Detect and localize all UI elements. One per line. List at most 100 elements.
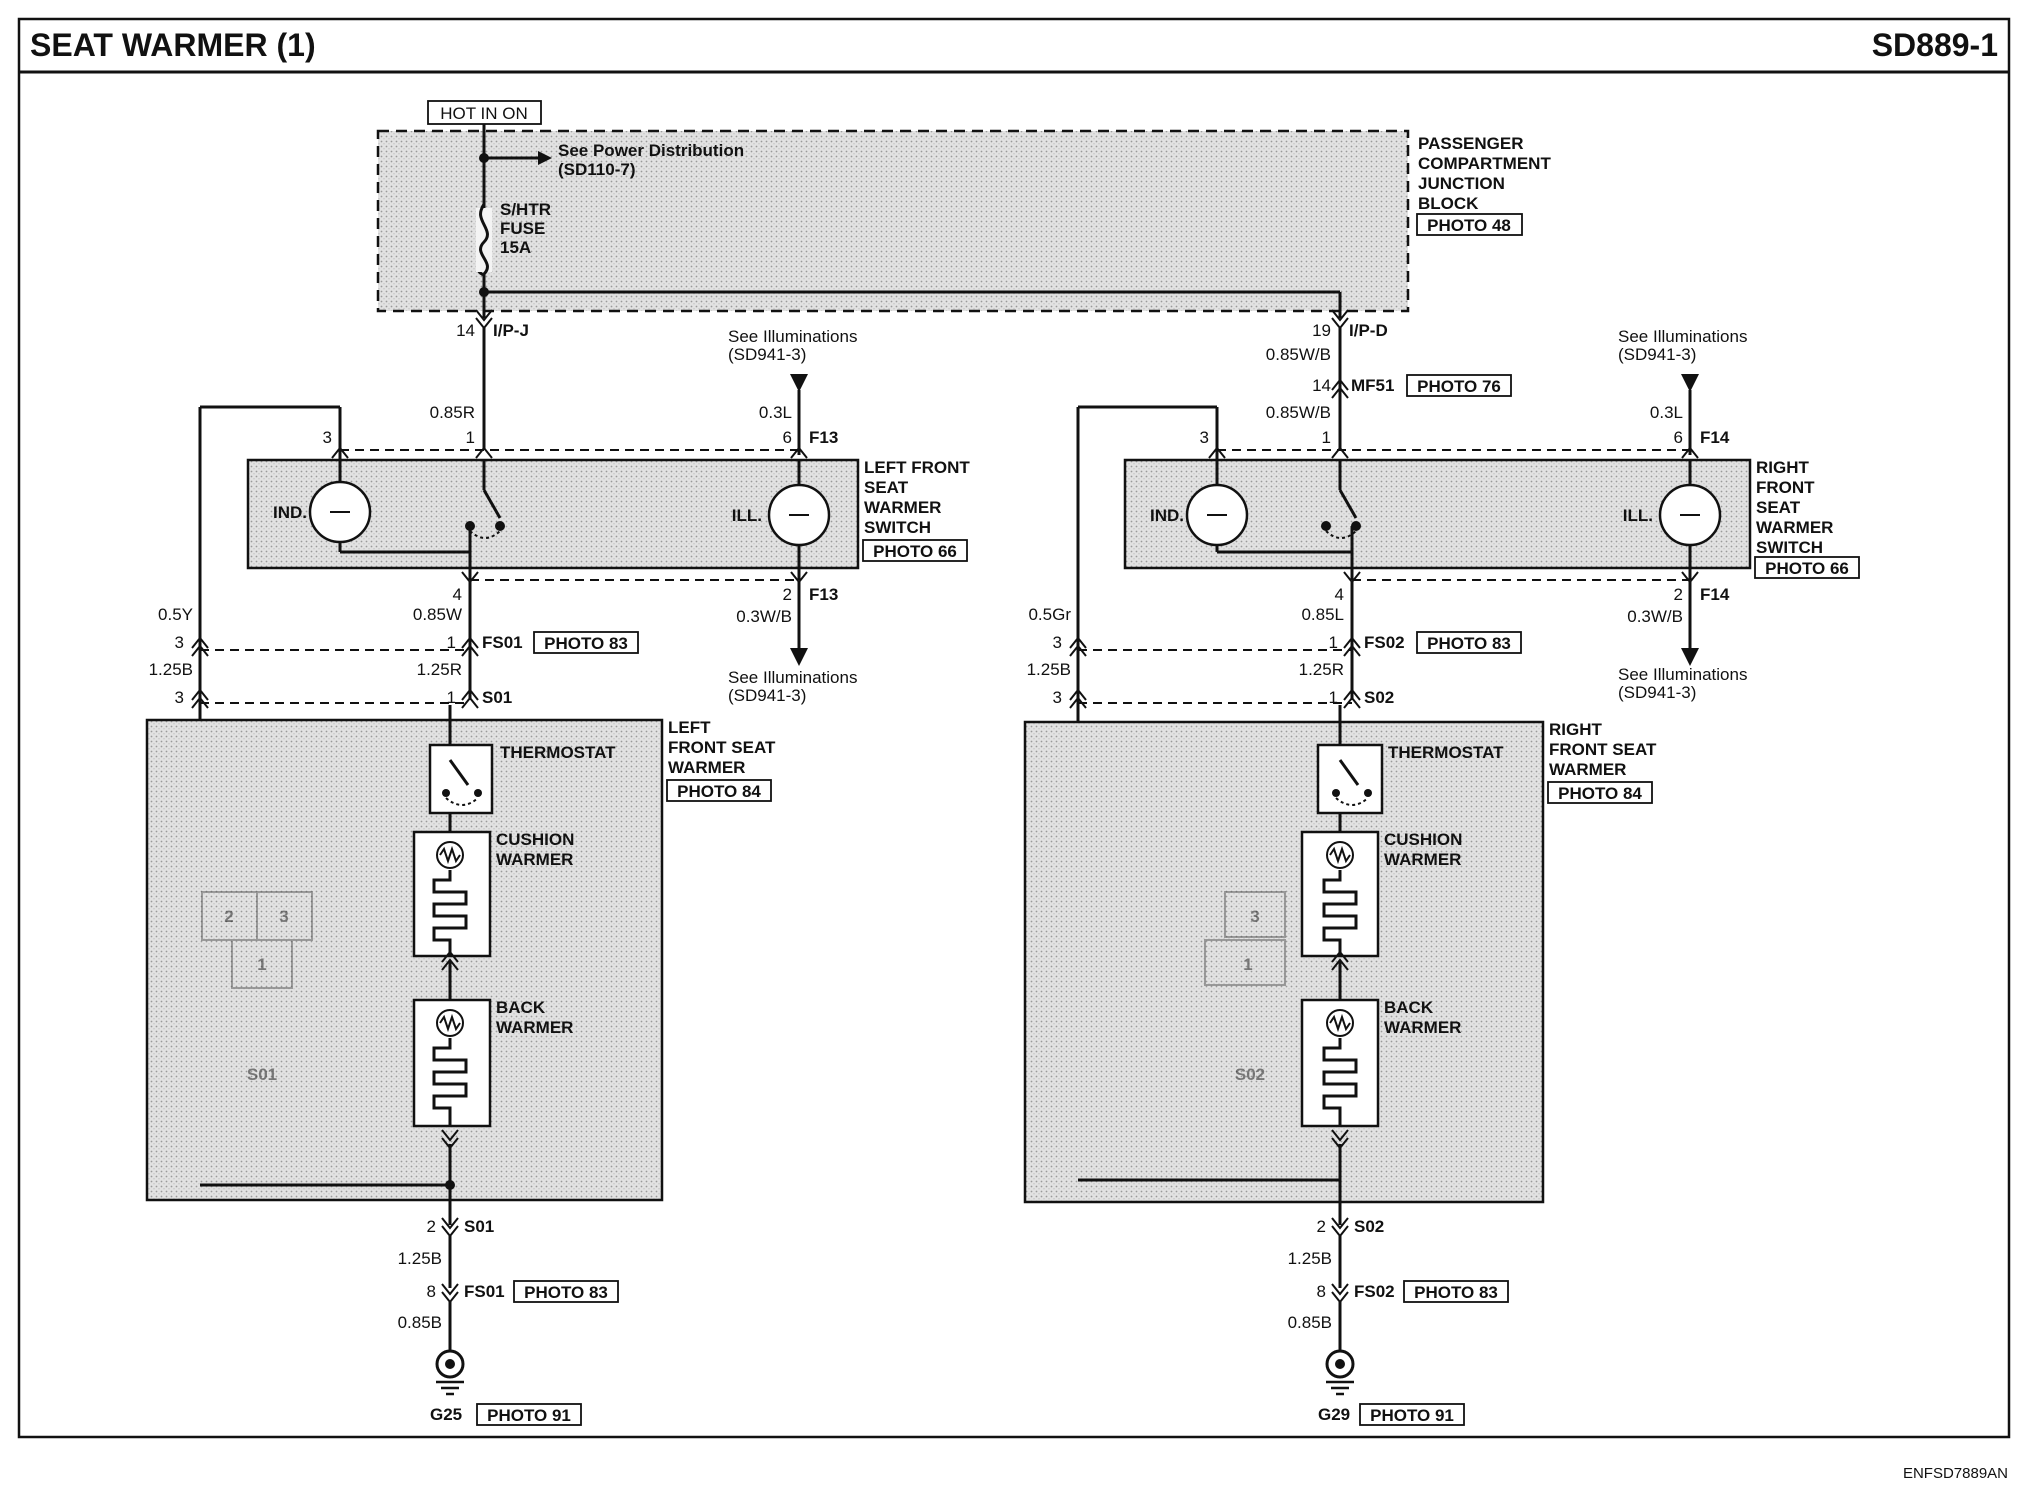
right-cushion-label-1: CUSHION xyxy=(1384,830,1462,849)
left-conn-f13-top: F13 xyxy=(809,428,838,447)
right-ipd-pin: 19 xyxy=(1312,321,1331,340)
right-wire-125B: 1.25B xyxy=(1027,660,1071,679)
svg-text:2: 2 xyxy=(224,907,233,926)
hot-in-on-label: HOT IN ON xyxy=(440,104,528,123)
right-fs-pin-3: 3 xyxy=(1053,633,1062,652)
svg-text:S02: S02 xyxy=(1235,1065,1265,1084)
right-illum-bottom-1: See Illuminations xyxy=(1618,665,1747,684)
left-switch-name-4: SWITCH xyxy=(864,518,931,537)
left-bottom-wire-085B: 0.85B xyxy=(398,1313,442,1332)
right-bottom-pin-8: 8 xyxy=(1317,1282,1326,1301)
right-ill-label: ILL. xyxy=(1623,506,1653,525)
power-distribution-arrow xyxy=(538,151,552,165)
right-wire-05Gr: 0.5Gr xyxy=(1028,605,1071,624)
right-warmer-name-2: FRONT SEAT xyxy=(1549,740,1657,759)
right-pin-4: 4 xyxy=(1335,585,1344,604)
right-back-heater-icon xyxy=(1322,1038,1358,1126)
left-wire-125B: 1.25B xyxy=(149,660,193,679)
right-switch-name-4: WARMER xyxy=(1756,518,1833,537)
right-illum-top-arrow xyxy=(1681,374,1699,392)
left-thermostat-label: THERMOSTAT xyxy=(500,743,616,762)
left-front-seat-warmer xyxy=(145,718,664,1202)
svg-text:1: 1 xyxy=(1243,955,1252,974)
fuse-label-2: FUSE xyxy=(500,219,545,238)
junction-block-name-1: PASSENGER xyxy=(1418,134,1524,153)
right-wire-03WB: 0.3W/B xyxy=(1627,607,1683,626)
left-back-heater-icon xyxy=(432,1038,468,1126)
right-mf-photo-tag xyxy=(1406,374,1512,397)
left-illum-bottom-1: See Illuminations xyxy=(728,668,857,687)
left-s-label: S01 xyxy=(482,688,512,707)
right-thermostat xyxy=(1316,743,1384,815)
left-wire-03WB: 0.3W/B xyxy=(736,607,792,626)
right-bottom-fs: FS02 xyxy=(1354,1282,1395,1301)
page-title: SEAT WARMER (1) xyxy=(30,27,316,63)
right-thermostat-contact-icon xyxy=(1338,759,1360,786)
right-switch-name-3: SEAT xyxy=(1756,498,1801,517)
left-ground-icon xyxy=(435,1349,465,1396)
left-thermostat-contact-icon xyxy=(448,759,470,786)
right-bottom-s: S02 xyxy=(1354,1217,1384,1236)
right-back-label-2: WARMER xyxy=(1384,1018,1461,1037)
right-illum-bottom-arrow xyxy=(1681,648,1699,666)
power-distribution-text-2: (SD110-7) xyxy=(558,160,635,179)
left-bottom-fs: FS01 xyxy=(464,1282,505,1301)
svg-text:3: 3 xyxy=(279,907,288,926)
right-illum-bottom-2: (SD941-3) xyxy=(1618,683,1696,702)
junction-block-photo-tag xyxy=(1416,213,1523,236)
right-wire-03L: 0.3L xyxy=(1650,403,1683,422)
right-warmer-photo: PHOTO 84 xyxy=(1558,784,1642,803)
left-inner-connector: 2 3 1 S01 xyxy=(201,891,313,1084)
footer-code: ENFSD7889AN xyxy=(1903,1465,2008,1482)
left-ill-label: ILL. xyxy=(732,506,762,525)
right-s-label: S02 xyxy=(1364,688,1394,707)
left-cushion-heater-icon xyxy=(432,870,468,956)
left-wire-085R: 0.85R xyxy=(430,403,475,422)
left-warmer-name-2: FRONT SEAT xyxy=(668,738,776,757)
right-switch-photo-tag xyxy=(1754,556,1860,579)
left-bottom-pin-2: 2 xyxy=(427,1217,436,1236)
right-warmer-name-1: RIGHT xyxy=(1549,720,1603,739)
left-switch-name-3: WARMER xyxy=(864,498,941,517)
left-wire-05Y: 0.5Y xyxy=(158,605,193,624)
right-thermostat-label: THERMOSTAT xyxy=(1388,743,1504,762)
right-pin-1: 1 xyxy=(1322,428,1331,447)
left-fs-photo: PHOTO 83 xyxy=(544,634,628,653)
left-pin-3: 3 xyxy=(323,428,332,447)
right-cushion-label-2: WARMER xyxy=(1384,850,1461,869)
junction-block xyxy=(376,129,1410,313)
page-code: SD889-1 xyxy=(1872,27,1998,63)
right-ipd-label: I/P-D xyxy=(1349,321,1388,340)
right-pin-2: 2 xyxy=(1674,585,1683,604)
fuse-label-3: 15A xyxy=(500,238,531,257)
left-warmer-photo: PHOTO 84 xyxy=(677,782,761,801)
left-ind-label: IND. xyxy=(273,503,307,522)
fuse-label-1: S/HTR xyxy=(500,200,551,219)
right-ground-photo: PHOTO 91 xyxy=(1370,1406,1454,1425)
left-warmer-name-3: WARMER xyxy=(668,758,745,777)
left-bottom-s: S01 xyxy=(464,1217,494,1236)
left-switch-photo-tag xyxy=(862,539,968,562)
right-bottom-pin-2: 2 xyxy=(1317,1217,1326,1236)
right-back-label-1: BACK xyxy=(1384,998,1434,1017)
left-ipj-pin: 14 xyxy=(456,321,475,340)
right-bottom-fs-photo: PHOTO 83 xyxy=(1414,1283,1498,1302)
left-switch-name-1: LEFT FRONT xyxy=(864,458,970,477)
left-illum-top-2: (SD941-3) xyxy=(728,345,806,364)
right-illum-top-1: See Illuminations xyxy=(1618,327,1747,346)
junction-block-name-2: COMPARTMENT xyxy=(1418,154,1551,173)
right-conn-f14-top: F14 xyxy=(1700,428,1730,447)
left-bottom-fs-photo: PHOTO 83 xyxy=(524,1283,608,1302)
right-conn-f14-bottom: F14 xyxy=(1700,585,1730,604)
right-illum-top-2: (SD941-3) xyxy=(1618,345,1696,364)
left-pin-1: 1 xyxy=(466,428,475,447)
svg-text:S01: S01 xyxy=(247,1065,277,1084)
right-bottom-wire-085B: 0.85B xyxy=(1288,1313,1332,1332)
left-bottom-wire-125B: 1.25B xyxy=(398,1249,442,1268)
junction-block-name-3: JUNCTION xyxy=(1418,174,1505,193)
left-ground-label: G25 xyxy=(430,1405,462,1424)
left-wire-085W: 0.85W xyxy=(413,605,462,624)
left-cushion-label-1: CUSHION xyxy=(496,830,574,849)
right-inner-connector: 3 1 S02 xyxy=(1204,891,1286,1084)
